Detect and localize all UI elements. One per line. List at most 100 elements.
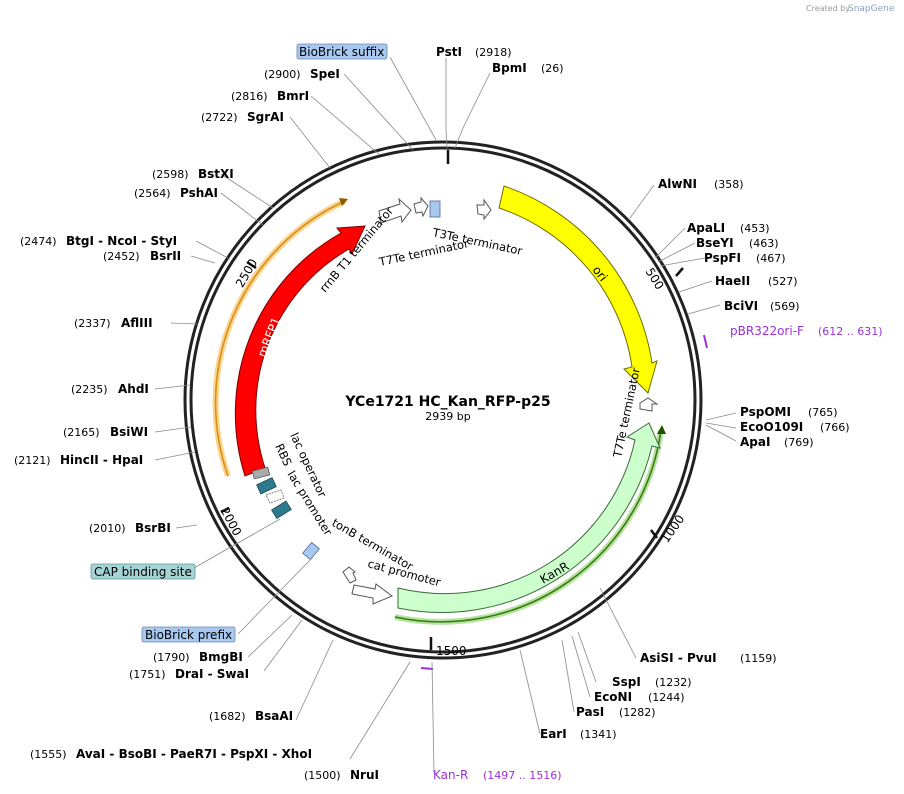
enzyme-name[interactable]: BpmI [492,61,527,75]
enzyme-name[interactable]: DraI - SwaI [175,667,249,681]
enzyme-name[interactable]: AlwNI [658,177,697,191]
biobrick-suffix-label-box[interactable] [296,43,388,60]
biobrick-suffix-box[interactable] [429,200,441,218]
enzyme-position: (453) [740,222,770,235]
watermark-prefix: Created by [806,4,850,13]
enzyme-name[interactable]: ApaI [740,435,770,449]
plasmid-length: 2939 bp [425,410,470,423]
tick-label-1500: 1500 [436,644,467,658]
enzyme-position: (1790) [153,651,190,664]
enzyme-position: (467) [756,252,786,265]
enzyme-position: (1282) [619,706,656,719]
enzyme-labels-right: PstI (2918) BpmI (26) AlwNI (358) ApaLI … [436,45,850,741]
enzyme-position: (527) [768,275,798,288]
enzyme-position: (769) [784,436,814,449]
enzyme-position: (569) [770,300,800,313]
primer-range: (612 .. 631) [818,325,883,338]
enzyme-position: (1751) [129,668,166,681]
enzyme-name[interactable]: AflIII [121,316,153,330]
enzyme-position: (2900) [264,68,301,81]
enzyme-name[interactable]: BtgI - NcoI - StyI [66,234,177,248]
enzyme-name[interactable]: PspFI [704,251,741,265]
enzyme-name[interactable]: SspI [612,675,641,689]
enzyme-position: (358) [714,178,744,191]
enzyme-name[interactable]: PshAI [180,186,218,200]
enzyme-position: (26) [541,62,564,75]
enzyme-name[interactable]: BsrII [150,249,181,263]
enzyme-name[interactable]: AvaI - BsoBI - PaeR7I - PspXI - XhoI [76,747,312,761]
primer-name[interactable]: Kan-R [433,768,468,782]
enzyme-name[interactable]: BmrI [277,89,309,103]
enzyme-position: (2474) [20,235,57,248]
biobrick-prefix-box[interactable] [302,541,320,561]
enzyme-name[interactable]: PspOMI [740,405,791,419]
enzyme-position: (2598) [152,168,189,181]
enzyme-name[interactable]: SgrAI [247,110,284,124]
feature-label-rbs: RBS [272,441,294,468]
enzyme-position: (1500) [304,769,341,782]
enzyme-position: (2165) [63,426,100,439]
enzyme-name[interactable]: EarI [540,727,567,741]
enzyme-name[interactable]: AsiSI - PvuI [640,651,717,665]
backbone-outer [183,140,703,660]
enzyme-labels-left: (1500) NruI (1555) AvaI - BsoBI - PaeR7I… [14,67,379,782]
enzyme-position: (1341) [580,728,617,741]
enzyme-name[interactable]: HaeII [715,274,750,288]
enzyme-name[interactable]: PstI [436,45,462,59]
enzyme-name[interactable]: BsrBI [135,521,171,535]
primer-range: (1497 .. 1516) [483,769,562,782]
enzyme-position: (2121) [14,454,51,467]
enzyme-name[interactable]: ApaLI [687,221,725,235]
snapgene-logo: SnapGene [848,4,895,14]
feature-t3te-terminator-arrow[interactable] [476,198,492,221]
enzyme-name[interactable]: BseYI [696,236,734,250]
enzyme-name[interactable]: BstXI [198,167,234,181]
enzyme-position: (2564) [134,187,171,200]
enzyme-position: (1159) [740,652,777,665]
enzyme-position: (2918) [475,46,512,59]
enzyme-name[interactable]: BsaAI [255,709,293,723]
enzyme-position: (1232) [655,676,692,689]
enzyme-name[interactable]: NruI [350,768,379,782]
leader-lines [154,56,737,774]
primer-mark-kan-r [420,667,434,670]
biobrick-suffix-label: BioBrick suffix [299,45,384,59]
enzyme-position: (766) [820,421,850,434]
tick-label-1000: 1000 [658,512,687,545]
enzyme-name[interactable]: BsiWI [110,425,148,439]
tick-label-500: 500 [643,265,667,292]
feature-kanr[interactable] [397,422,661,613]
feature-lac-operator-box[interactable] [256,477,277,495]
enzyme-position: (765) [808,406,838,419]
feature-ori[interactable] [498,185,658,394]
enzyme-name[interactable]: EcoNI [594,690,632,704]
enzyme-name[interactable]: EcoO109I [740,420,803,434]
enzyme-name[interactable]: AhdI [118,382,149,396]
orf-arc-green [394,429,662,623]
feature-t7te-terminator-right-arrow[interactable] [639,397,659,412]
feature-t7te-terminator-top-arrow[interactable] [413,196,429,218]
cap-binding-site-label-box[interactable] [90,563,196,580]
enzyme-name[interactable]: HincII - HpaI [60,453,143,467]
feature-lac-promoter-arrow[interactable] [265,489,285,504]
enzyme-position: (2722) [201,111,238,124]
enzyme-position: (2816) [231,90,268,103]
feature-cat-promoter-arrow[interactable] [351,583,393,605]
enzyme-name[interactable]: SpeI [310,67,340,81]
biobrick-prefix-label-box[interactable] [141,626,236,643]
feature-cap-site-box[interactable] [271,500,292,520]
enzyme-name[interactable]: BmgBI [199,650,243,664]
enzyme-position: (463) [749,237,779,250]
enzyme-position: (1244) [648,691,685,704]
enzyme-position: (1682) [209,710,246,723]
primer-name[interactable]: pBR322ori-F [730,324,804,338]
orf-arrow-orange [339,198,348,206]
enzyme-name[interactable]: BciVI [724,299,758,313]
enzyme-name[interactable]: PasI [576,705,604,719]
feature-rbs-box[interactable] [251,466,271,480]
feature-tonb-terminator-arrow[interactable] [342,566,357,584]
orf-arc-orange [214,200,346,477]
feature-rrnb-t1-terminator-arrow[interactable] [378,197,412,224]
cap-binding-site-label: CAP binding site [94,565,192,579]
